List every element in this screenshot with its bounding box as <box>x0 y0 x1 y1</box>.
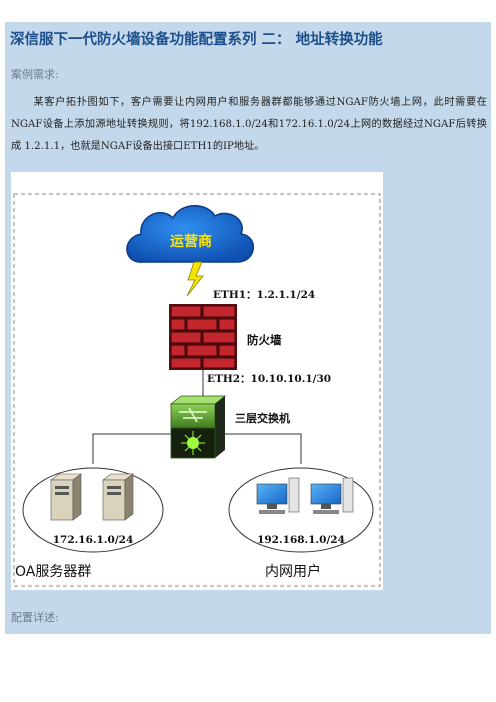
link-switch-users <box>225 433 302 464</box>
requirement-paragraph: 某客户拓扑图如下，客户需要让内网用户和服务器群都能够通过NGAF防火墙上网，此时… <box>11 97 487 152</box>
isp-cloud-icon <box>126 205 255 263</box>
server-group-label: OA服务器群 <box>15 564 91 580</box>
lightning-bolt-icon <box>186 261 204 297</box>
switch-label: 三层交换机 <box>235 411 290 425</box>
l3-switch-icon <box>169 395 227 459</box>
firewall-icon <box>169 304 237 370</box>
desktop-pc-icon <box>310 477 354 514</box>
desktop-pc-icon <box>256 477 300 514</box>
dashed-frame <box>13 193 381 587</box>
eth1-label: ETH1：1.2.1.1/24 <box>213 289 315 301</box>
server-icon <box>50 473 82 521</box>
eth2-label: ETH2：10.10.10.1/30 <box>207 373 331 385</box>
user-subnet-label: 192.168.1.0/24 <box>257 534 345 546</box>
firewall-label: 防火墙 <box>247 333 282 347</box>
config-detail-label: 配置详述: <box>11 611 59 624</box>
document-title: 深信服下一代防火墙设备功能配置系列 二： 地址转换功能 <box>10 32 383 48</box>
server-icon <box>102 473 134 521</box>
isp-label: 运营商 <box>170 233 212 250</box>
link-switch-servers <box>92 433 171 464</box>
user-group-label: 内网用户 <box>265 563 321 580</box>
case-requirement-label: 案例需求: <box>11 68 59 81</box>
server-subnet-label: 172.16.1.0/24 <box>53 534 134 546</box>
topology-diagram: 运营商 ETH1：1.2.1.1/24 防火墙 ETH2：10.10.10.1/… <box>13 193 381 587</box>
network-topology-figure: 运营商 ETH1：1.2.1.1/24 防火墙 ETH2：10.10.10.1/… <box>11 172 383 590</box>
